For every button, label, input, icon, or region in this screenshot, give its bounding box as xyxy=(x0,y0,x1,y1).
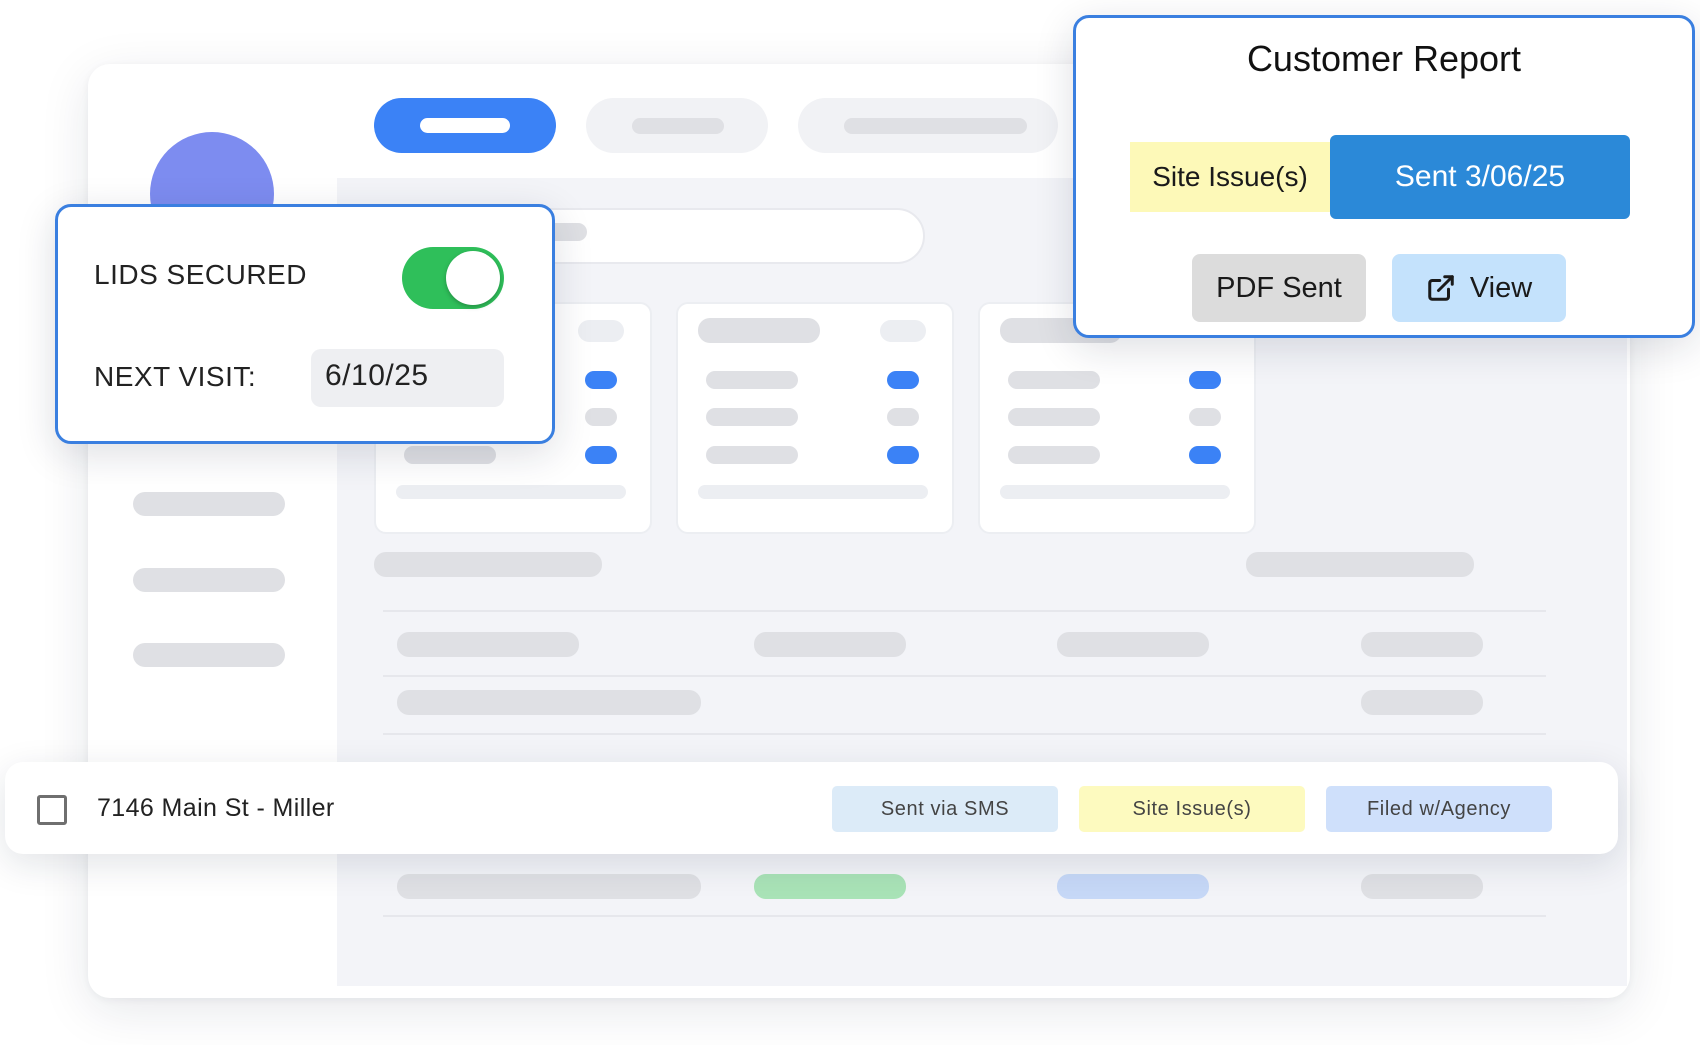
row-checkbox[interactable] xyxy=(37,795,67,825)
card-footer xyxy=(396,485,626,499)
tag-site-issues: Site Issue(s) xyxy=(1079,786,1305,832)
lids-secured-toggle[interactable] xyxy=(402,247,504,309)
card-heading xyxy=(698,318,820,343)
view-button-label: View xyxy=(1469,271,1533,304)
table-divider xyxy=(383,675,1546,677)
card-footer xyxy=(698,485,928,499)
table-divider xyxy=(383,610,1546,612)
lids-panel: LIDS SECURED NEXT VISIT: 6/10/25 xyxy=(55,204,555,444)
toggle-knob xyxy=(446,251,500,305)
card-dot xyxy=(887,446,919,464)
table-heading xyxy=(374,552,602,577)
table-cell xyxy=(754,632,906,657)
sidebar-item[interactable] xyxy=(133,568,285,592)
tab-active-placeholder xyxy=(420,118,510,133)
card-dot xyxy=(585,446,617,464)
card-dot xyxy=(1189,371,1221,389)
table-cell xyxy=(397,690,701,715)
card-dot xyxy=(887,371,919,389)
table-cell xyxy=(397,874,701,899)
card-line xyxy=(706,371,798,389)
external-link-icon xyxy=(1426,273,1456,303)
tab-third-placeholder xyxy=(844,118,1027,134)
card-line xyxy=(1008,371,1100,389)
pdf-sent-button[interactable]: PDF Sent xyxy=(1192,254,1366,322)
row-address: 7146 Main St - Miller xyxy=(97,794,335,822)
table-divider xyxy=(383,733,1546,735)
card-dot xyxy=(585,371,617,389)
table-cell xyxy=(1361,690,1483,715)
card-dot xyxy=(1189,446,1221,464)
table-divider xyxy=(383,915,1546,917)
table-cell xyxy=(1057,632,1209,657)
card-chip xyxy=(578,320,624,342)
tag-filed-agency: Filed w/Agency xyxy=(1326,786,1552,832)
card-dot xyxy=(585,408,617,426)
table-status xyxy=(754,874,906,899)
next-visit-date-field[interactable]: 6/10/25 xyxy=(311,349,504,407)
sent-date-badge: Sent 3/06/25 xyxy=(1330,135,1630,219)
table-row[interactable]: 7146 Main St - Miller Sent via SMS Site … xyxy=(5,762,1618,854)
table-cell xyxy=(1361,632,1483,657)
card-line xyxy=(1008,446,1100,464)
table-status xyxy=(1057,874,1209,899)
sidebar-item[interactable] xyxy=(133,492,285,516)
card-dot xyxy=(1189,408,1221,426)
card-line xyxy=(404,446,496,464)
lids-secured-label: LIDS SECURED xyxy=(94,259,307,290)
next-visit-label: NEXT VISIT: xyxy=(94,361,257,392)
sidebar-item[interactable] xyxy=(133,643,285,667)
card-chip xyxy=(880,320,926,342)
card-line xyxy=(706,408,798,426)
customer-report-panel: Customer Report Site Issue(s) Sent 3/06/… xyxy=(1073,15,1695,338)
site-issue-badge: Site Issue(s) xyxy=(1130,142,1330,212)
tab-second-placeholder xyxy=(632,118,724,134)
table-cell xyxy=(1361,874,1483,899)
view-button[interactable]: View xyxy=(1392,254,1566,322)
tag-sent-via-sms: Sent via SMS xyxy=(832,786,1058,832)
card-line xyxy=(706,446,798,464)
table-action xyxy=(1246,552,1474,577)
report-title: Customer Report xyxy=(1246,38,1522,79)
card-footer xyxy=(1000,485,1230,499)
card-line xyxy=(1008,408,1100,426)
card-dot xyxy=(887,408,919,426)
table-cell xyxy=(397,632,579,657)
